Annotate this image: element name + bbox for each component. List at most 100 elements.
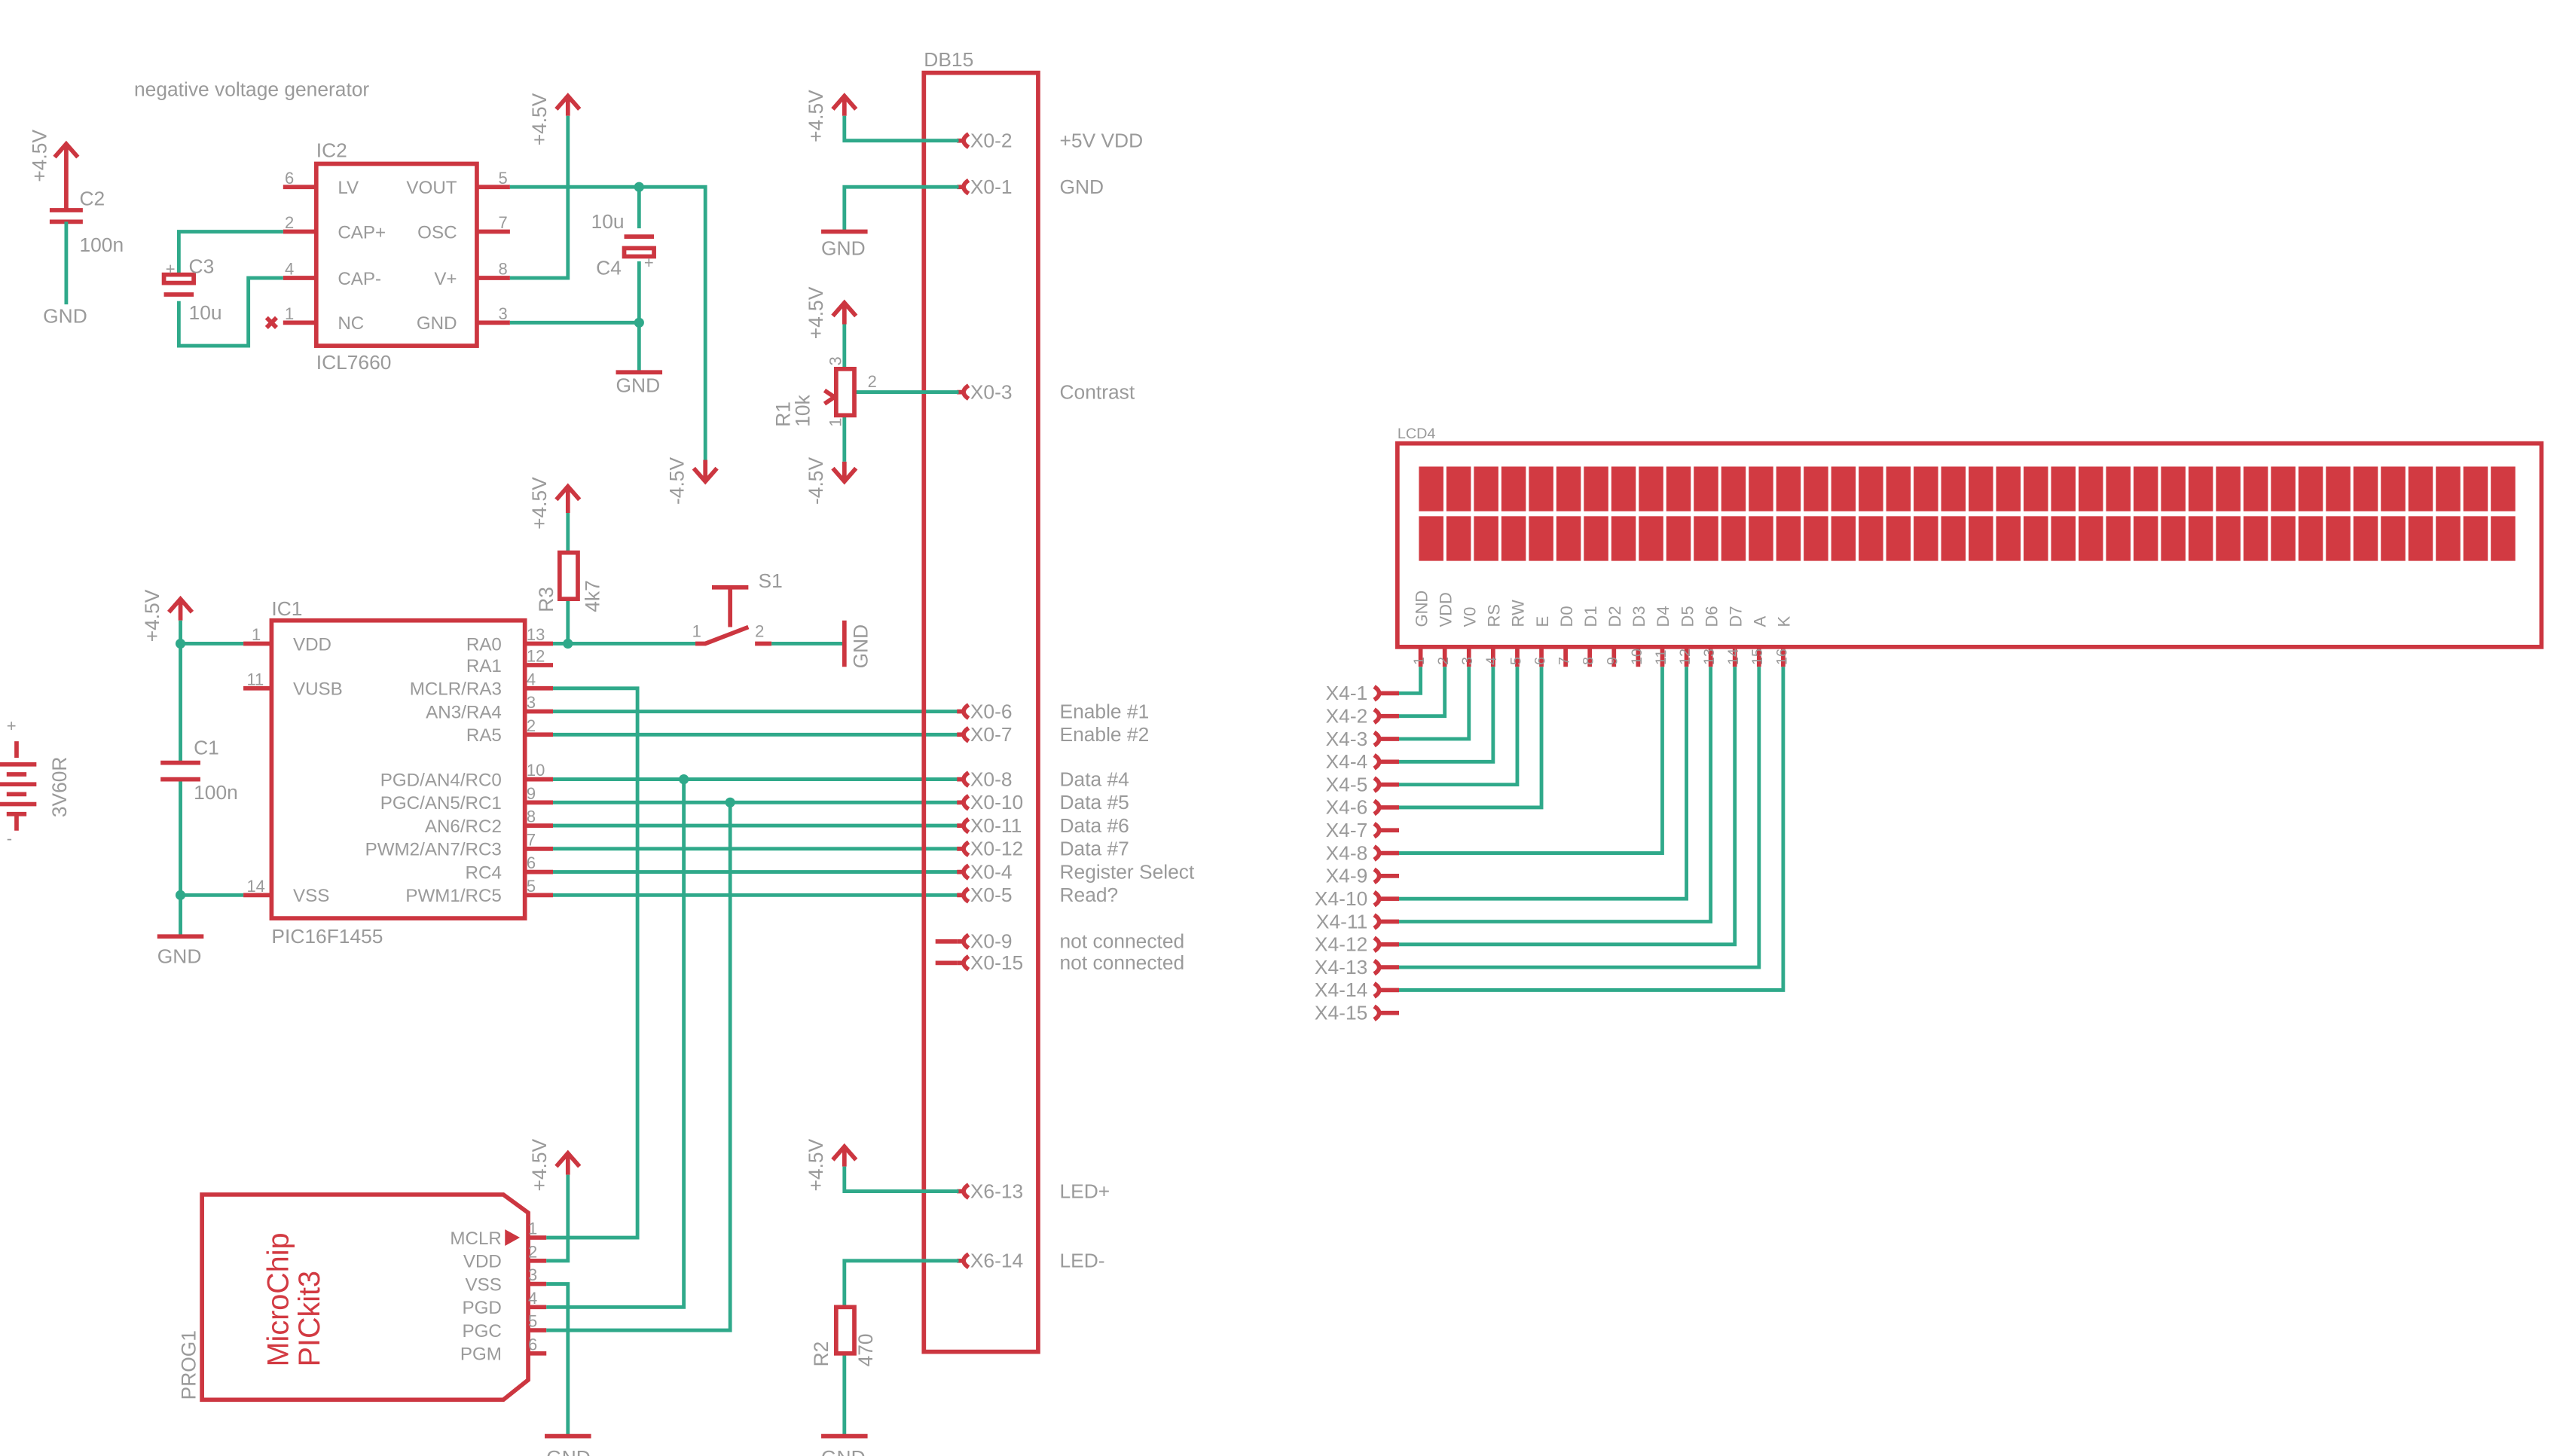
supply-label: +4.5V	[29, 130, 51, 182]
battery-plus: +	[7, 716, 17, 735]
lcd-cell	[1831, 466, 1856, 511]
lcd-cell	[1941, 466, 1966, 511]
lcd-pin-number: 16	[1773, 649, 1790, 665]
lcd-cell	[2408, 516, 2433, 561]
svg-text:3: 3	[527, 693, 536, 712]
lcd-cell	[2051, 516, 2076, 561]
db15-pin-label: X6-14	[970, 1250, 1023, 1272]
lcd-cell	[2188, 466, 2213, 511]
lcd-cell	[1584, 466, 1608, 511]
supply-label: +4.5V	[805, 286, 827, 339]
lcd-cell	[1611, 516, 1636, 561]
lcd-cell	[2106, 466, 2131, 511]
ic1-pic16f1455: IC1 PIC16F1455 VDD VUSB VSS 1 11 14 RA0 …	[243, 597, 554, 948]
lcd-cell	[1419, 466, 1443, 511]
db15-signal-label: Read?	[1060, 884, 1119, 906]
ic2-num: 4	[285, 260, 294, 279]
lcd-pin-name: GND	[1412, 591, 1431, 627]
supply-label: +4.5V	[141, 589, 163, 642]
ic1-pin-vdd: VDD	[293, 634, 331, 655]
ground-label: GND	[546, 1446, 591, 1456]
db15-name: DB15	[924, 48, 973, 71]
battery-3v60r: + - 3V60R	[0, 716, 71, 847]
x4-wire	[1399, 667, 1495, 764]
lcd-cell	[2491, 516, 2516, 561]
lcd-pin-number: 6	[1532, 657, 1548, 665]
lcd-pin-name: K	[1775, 616, 1794, 627]
lcd-cell	[1776, 466, 1801, 511]
x4-pin-label: X4-2	[1326, 704, 1368, 727]
lcd-pin-name: D0	[1557, 606, 1576, 627]
svg-text:4: 4	[527, 670, 536, 688]
svg-text:PGD: PGD	[463, 1298, 502, 1318]
db15-signal-label: +5V VDD	[1060, 130, 1144, 152]
x4-pin-contact	[1373, 1004, 1400, 1021]
x4-pin-label: X4-4	[1326, 750, 1368, 773]
lcd-cell	[2133, 516, 2158, 561]
x4-pin-label: X4-12	[1315, 933, 1367, 956]
lcd-cell	[2271, 466, 2296, 511]
lcd-pin-name: RS	[1485, 604, 1504, 627]
ic2-pin-gnd: GND	[417, 313, 457, 334]
x4-wire	[1399, 667, 1544, 810]
ic2-icl7660: IC2 ICL7660 LV CAP+ CAP- NC VOUT OSC V+ …	[264, 139, 510, 374]
lcd-pin-number: 7	[1556, 657, 1573, 665]
lcd-pin-name: A	[1751, 616, 1770, 627]
r1-value: 10k	[792, 394, 814, 426]
db15-pin-label: X6-13	[970, 1180, 1023, 1202]
r3-value: 4k7	[582, 580, 604, 612]
x4-pin-contact	[1373, 753, 1400, 771]
ic1-name: IC1	[271, 597, 302, 620]
x4-wire	[1399, 667, 1688, 901]
svg-text:4: 4	[528, 1289, 537, 1308]
lcd-cell	[2243, 466, 2268, 511]
svg-text:1: 1	[692, 622, 701, 641]
svg-text:RC4: RC4	[466, 862, 502, 883]
r3-name: R3	[535, 587, 558, 612]
ic2-num: 8	[499, 260, 508, 279]
r2-value: 470	[854, 1333, 877, 1366]
x4-pin-contact	[1373, 776, 1400, 793]
svg-text:11: 11	[246, 670, 264, 688]
svg-text:PWM2/AN7/RC3: PWM2/AN7/RC3	[365, 840, 502, 860]
x4-wire	[1399, 667, 1423, 695]
svg-text:PWM1/RC5: PWM1/RC5	[405, 886, 502, 906]
lcd-cell	[2106, 516, 2131, 561]
ic2-pin-vplus: V+	[434, 269, 457, 289]
lcd-cell	[2161, 516, 2186, 561]
lcd-pin-number: 11	[1653, 650, 1669, 666]
x4-pin-label: X4-9	[1326, 865, 1368, 887]
c4-name: C4	[596, 257, 622, 279]
negative-supply-label: -4.5V	[805, 457, 827, 505]
db15-pin-contact	[957, 887, 970, 904]
db15-pin-label: X0-2	[970, 130, 1013, 152]
db15-pin-contact	[957, 794, 970, 811]
lcd-pin-number: 2	[1435, 657, 1452, 665]
lcd-cell	[1749, 466, 1773, 511]
svg-text:1: 1	[528, 1219, 537, 1238]
lcd-pin-number: 8	[1581, 657, 1597, 665]
lcd-cell	[1749, 516, 1773, 561]
ic2-num: 6	[285, 169, 294, 188]
negative-voltage-note: negative voltage generator	[134, 78, 369, 100]
lcd-pin-number: 10	[1629, 649, 1645, 665]
lcd-cell	[1446, 516, 1471, 561]
lcd-cell	[1556, 466, 1581, 511]
svg-text:+: +	[166, 260, 176, 279]
x4-pin-label: X4-6	[1326, 796, 1368, 819]
svg-text:+: +	[644, 253, 654, 272]
db15-pin-label: X0-10	[970, 791, 1023, 813]
svg-text:7: 7	[527, 830, 536, 849]
lcd-pin-number: 3	[1459, 657, 1476, 665]
lcd-cell	[1666, 466, 1691, 511]
db15-pin-contact	[957, 179, 970, 196]
svg-text:6: 6	[527, 853, 536, 872]
ic2-num: 1	[285, 304, 294, 323]
db15-pin-contact	[957, 863, 970, 881]
db15-pin-contact	[957, 1252, 970, 1269]
supply-label: +4.5V	[805, 1139, 827, 1192]
db15-pin-label: X0-4	[970, 860, 1013, 883]
supply-label: +4.5V	[528, 93, 551, 145]
svg-text:6: 6	[528, 1335, 537, 1354]
lcd-cell	[2161, 466, 2186, 511]
